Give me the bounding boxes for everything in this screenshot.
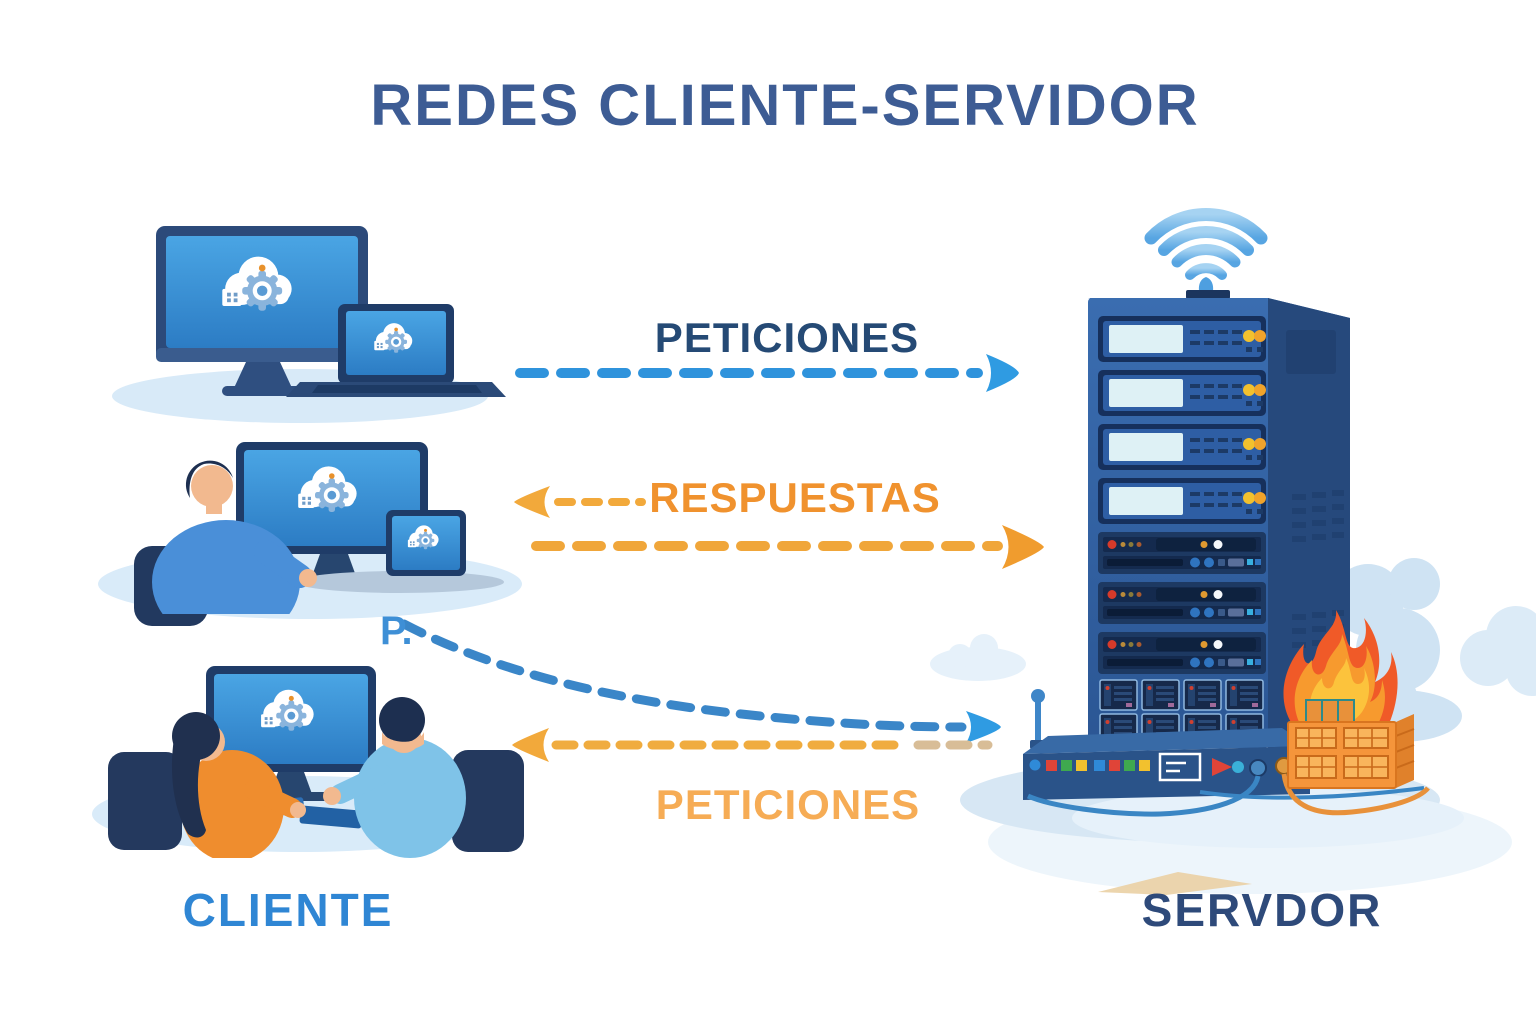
display-panel-icon (1158, 752, 1202, 782)
label-servidor: SERVDOR (1141, 884, 1383, 936)
firewall-bricks-icon (1287, 699, 1415, 789)
arrow-requests-bottom (512, 728, 993, 762)
cables (1026, 773, 1430, 817)
arrow-requests-top (515, 354, 1019, 392)
server-unit (1098, 424, 1266, 470)
person (152, 520, 317, 614)
server-unit (1098, 582, 1266, 624)
cable-port (1249, 759, 1267, 777)
person-man (323, 697, 466, 858)
chair (452, 750, 524, 852)
wifi-mount (1186, 290, 1230, 299)
background-clouds (930, 558, 1536, 894)
server-unit (1098, 632, 1266, 674)
arrow-requests-curved: P. (380, 609, 1001, 743)
transfer-arrow-icon (1212, 758, 1244, 776)
server-base (1023, 728, 1310, 800)
arrow-responses-long (531, 525, 1044, 569)
server-unit (1098, 532, 1266, 574)
label-peticiones-top: PETICIONES (654, 314, 920, 361)
server-unit (1098, 316, 1266, 362)
server-unit (1098, 478, 1266, 524)
client-user-illustration (98, 442, 522, 626)
label-cliente: CLIENTE (182, 884, 394, 936)
client-devices-illustration (112, 226, 506, 423)
label-respuestas: RESPUESTAS (649, 474, 941, 521)
ethernet-ports (1029, 759, 1150, 771)
chair (108, 752, 182, 850)
brush-accent (1098, 872, 1252, 895)
person-woman (171, 712, 306, 858)
server-rack-illustration (1023, 208, 1430, 817)
client-pair-illustration (92, 666, 524, 858)
tablet-icon (299, 805, 363, 829)
server-unit (1098, 370, 1266, 416)
p-marker: P. (380, 609, 413, 653)
label-peticiones-bottom: PETICIONES (655, 781, 921, 828)
arrow-responses-short (514, 486, 646, 518)
page-title: REDES CLIENTE-SERVIDOR (370, 73, 1200, 138)
person-head (191, 465, 233, 507)
